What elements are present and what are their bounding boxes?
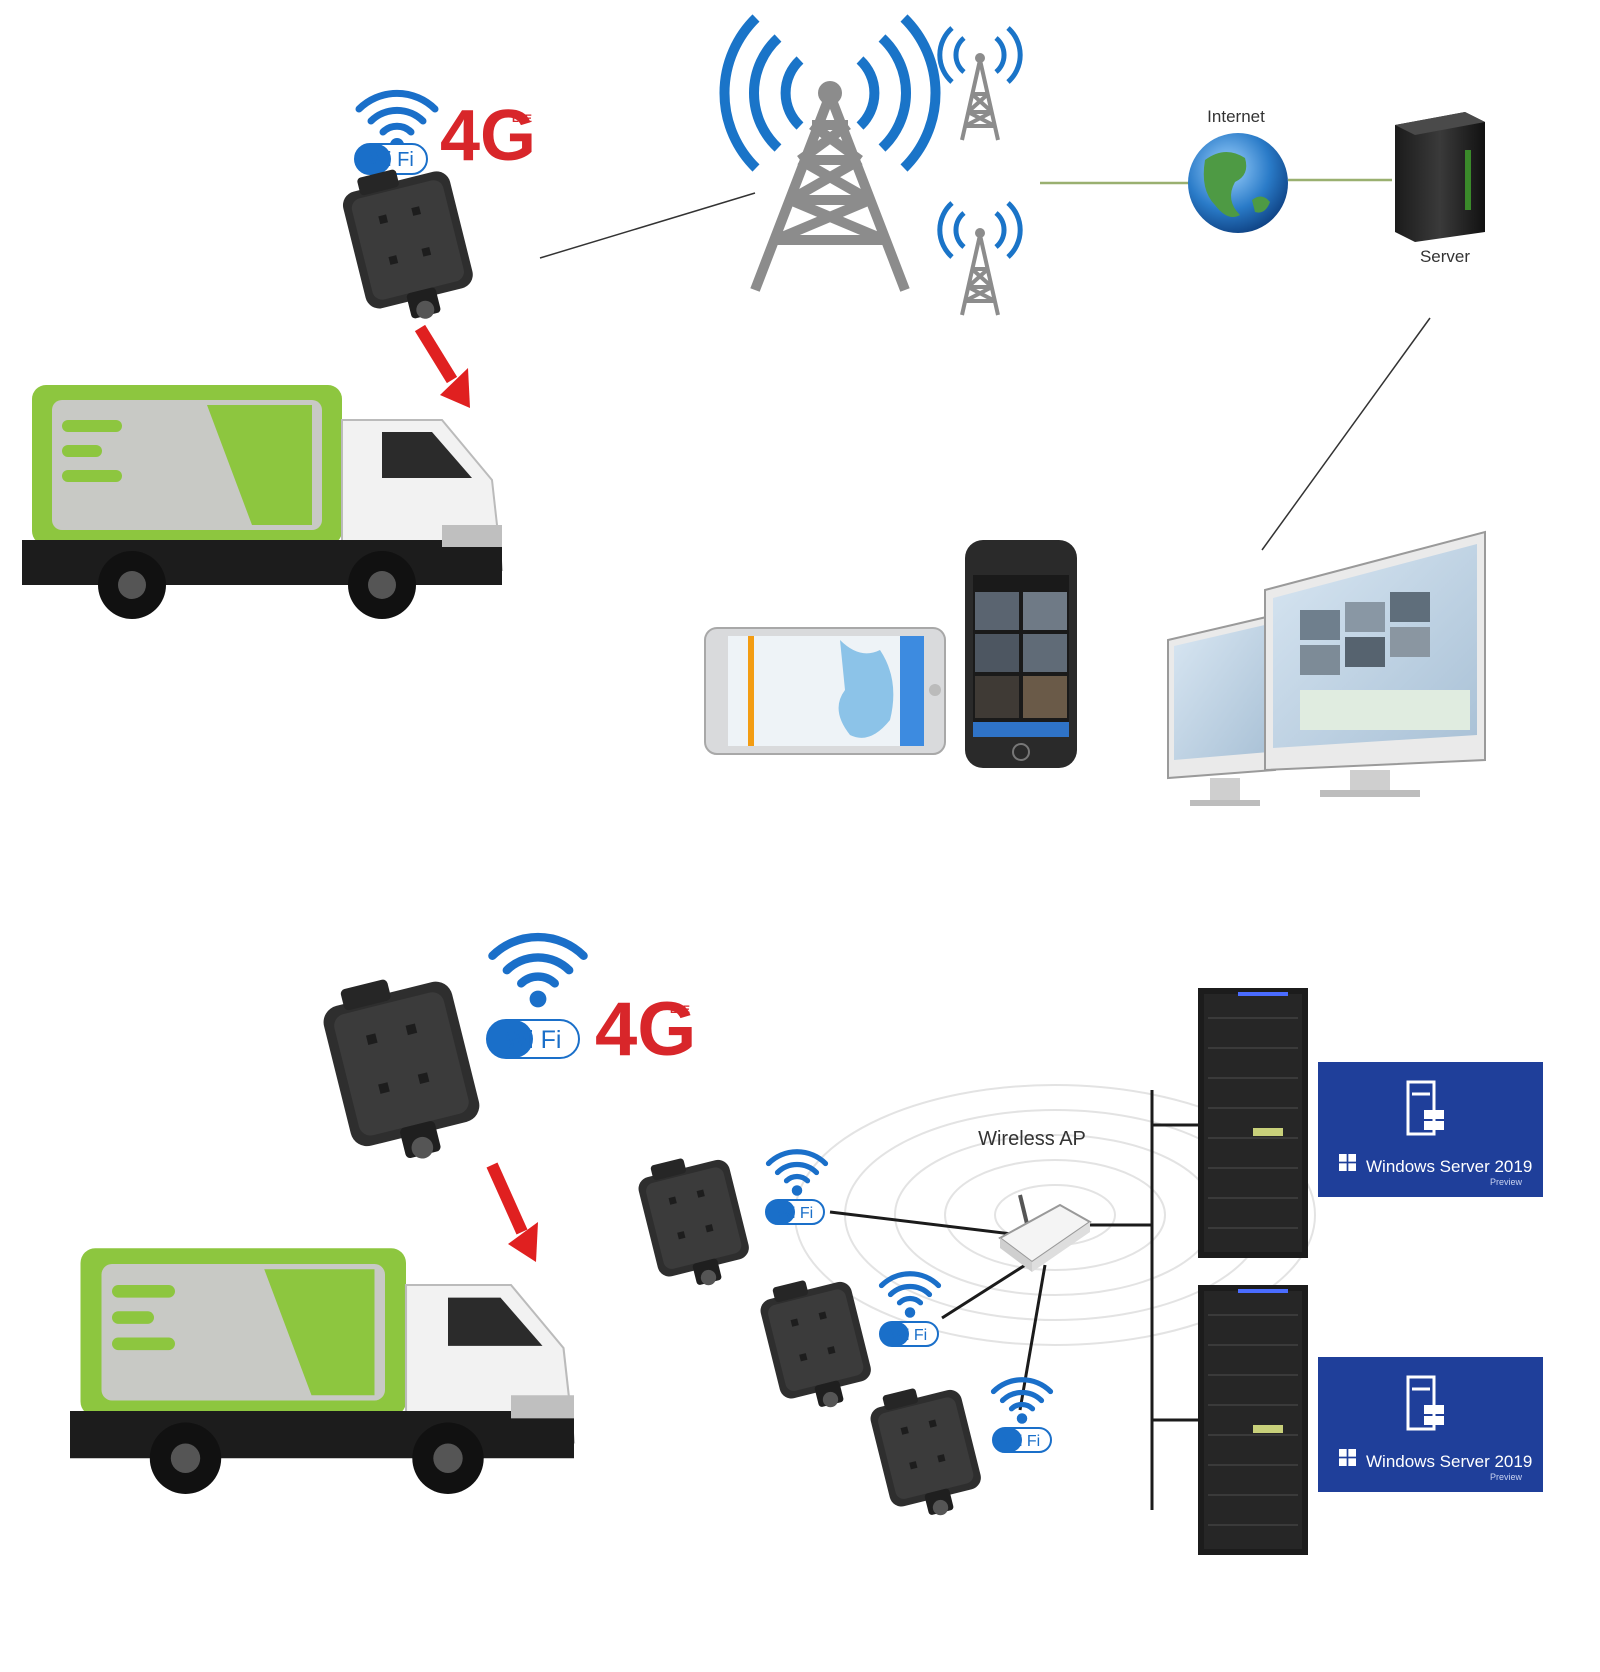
camera-device-icon	[865, 1377, 988, 1527]
link-lines	[829, 1090, 1200, 1510]
red-arrow-icon	[414, 324, 470, 408]
lte-label: LTE	[512, 113, 532, 125]
wifi-label: Wi Fi	[777, 1205, 813, 1222]
camera-device-icon	[755, 1269, 878, 1419]
wifi-label: Wi Fi	[368, 149, 414, 171]
wireless-ap-label: Wireless AP	[978, 1128, 1086, 1150]
wifi-badge: Wi Fi	[765, 1199, 825, 1225]
windows-server-label: Windows Server 2019	[1366, 1452, 1532, 1471]
cell-tower-icon	[937, 201, 1023, 317]
windows-server-label: Windows Server 2019	[1366, 1157, 1532, 1176]
wifi-label: Wi Fi	[891, 1327, 927, 1344]
wifi-badge: Wi Fi	[992, 1427, 1052, 1453]
server-label: Server	[1420, 247, 1470, 266]
cell-tower-icon	[937, 26, 1023, 142]
four-g-label: 4G	[595, 987, 696, 1072]
cell-tower-icon	[719, 14, 941, 292]
wifi-badge: Wi Fi	[879, 1321, 939, 1347]
server-glyph-icon	[1406, 1375, 1444, 1431]
monitor-icon	[1167, 613, 1276, 806]
camera-device-icon	[633, 1147, 756, 1297]
phone-icon	[965, 540, 1077, 768]
globe-icon	[1188, 133, 1288, 233]
wifi-badge: Wi Fi	[354, 143, 428, 175]
server-icon	[1395, 112, 1485, 242]
wifi-icon	[492, 937, 583, 1007]
truck-icon	[68, 1247, 576, 1495]
wifi-icon	[882, 1274, 939, 1318]
server-glyph-icon	[1406, 1080, 1444, 1136]
wifi-label: Wi Fi	[505, 1026, 562, 1054]
windows-server-panel: Windows Server 2019 Preview	[1318, 1062, 1543, 1197]
server-icon	[1197, 987, 1309, 1259]
windows-server-panel: Windows Server 2019 Preview	[1318, 1357, 1543, 1492]
lte-label: LTE	[670, 1004, 690, 1016]
preview-label: Preview	[1490, 1177, 1523, 1187]
internet-label: Internet	[1207, 107, 1265, 126]
four-g-label: 4G	[440, 96, 536, 176]
wifi-label: Wi Fi	[1004, 1433, 1040, 1450]
preview-label: Preview	[1490, 1472, 1523, 1482]
monitor-icon	[1264, 530, 1486, 797]
camera-device-icon	[337, 156, 481, 332]
wifi-badge: Wi Fi	[486, 1019, 580, 1059]
phone-icon	[704, 627, 946, 755]
link-line	[539, 192, 756, 259]
wifi-icon	[769, 1152, 826, 1196]
router-icon	[998, 1194, 1092, 1272]
red-arrow-icon	[486, 1162, 538, 1262]
server-icon	[1197, 1284, 1309, 1556]
truck-icon	[21, 384, 503, 620]
camera-device-icon	[316, 964, 490, 1175]
link-line	[1261, 317, 1431, 551]
